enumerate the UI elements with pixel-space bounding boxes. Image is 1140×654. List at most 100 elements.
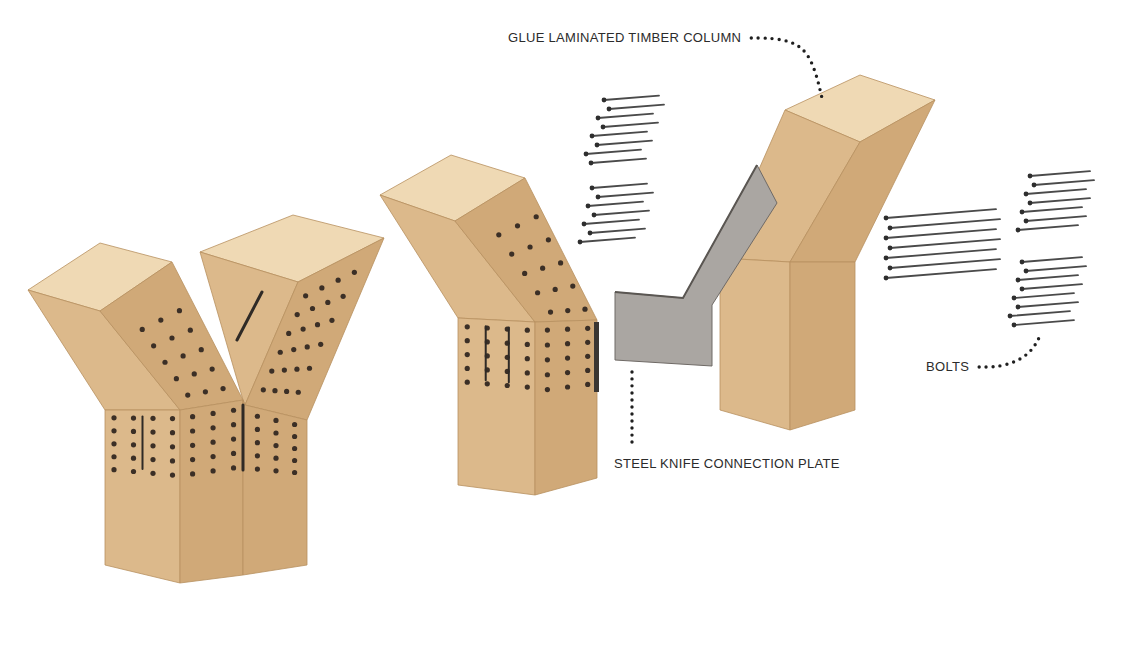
bolt-head bbox=[1008, 314, 1013, 319]
bolt-hole bbox=[465, 380, 470, 385]
bolt-hole bbox=[188, 328, 193, 333]
bolt-hole bbox=[296, 390, 301, 395]
bolt-hole bbox=[465, 324, 470, 329]
bolt-hole bbox=[545, 387, 550, 392]
bolt-hole bbox=[565, 327, 570, 332]
bolt-hole bbox=[190, 443, 195, 448]
bolt-head bbox=[884, 276, 889, 281]
bolt-hole bbox=[336, 278, 341, 283]
bolt-shank bbox=[890, 259, 1000, 268]
bolt-hole bbox=[190, 471, 195, 476]
bolt-shank bbox=[886, 209, 996, 218]
bolt-shank bbox=[1022, 284, 1082, 289]
leader-lines bbox=[632, 38, 1040, 448]
bolt-hole bbox=[565, 384, 570, 389]
bolt-hole bbox=[210, 440, 215, 445]
bolt-hole bbox=[255, 466, 260, 471]
bolt-shank bbox=[598, 114, 653, 118]
bolt-head bbox=[578, 240, 583, 245]
bolt-hole bbox=[585, 368, 590, 373]
bolt-hole bbox=[255, 414, 260, 419]
bolt-head bbox=[586, 204, 591, 209]
bolt-hole bbox=[220, 386, 225, 391]
bolt-hole bbox=[292, 434, 297, 439]
bolt-hole bbox=[278, 350, 283, 355]
bolt-hole bbox=[540, 266, 545, 271]
bolt-hole bbox=[522, 271, 527, 276]
bolt-shank bbox=[591, 159, 646, 163]
bolt-hole bbox=[210, 425, 215, 430]
bolt-hole bbox=[150, 429, 155, 434]
bolt-hole bbox=[565, 356, 570, 361]
bolt-hole bbox=[295, 312, 300, 317]
bolt-hole bbox=[261, 387, 266, 392]
bolt-shank bbox=[1010, 311, 1070, 316]
bolt-hole bbox=[190, 414, 195, 419]
bolt-hole bbox=[231, 422, 236, 427]
callout-label: GLUE LAMINATED TIMBER COLUMN bbox=[508, 30, 741, 46]
bolt-shank bbox=[586, 150, 641, 154]
bolt-shank bbox=[588, 202, 643, 206]
bolt-shank bbox=[890, 239, 1000, 248]
bolt-hole bbox=[170, 472, 175, 477]
bolt-hole bbox=[545, 357, 550, 362]
bolt-hole bbox=[565, 341, 570, 346]
bolt-hole bbox=[269, 368, 274, 373]
timber-face bbox=[790, 100, 935, 262]
bolt-hole bbox=[294, 367, 299, 372]
bolt-hole bbox=[150, 471, 155, 476]
bolt-hole bbox=[525, 385, 530, 390]
timber-face bbox=[458, 318, 535, 495]
bolt-hole bbox=[111, 415, 116, 420]
bolt-shank bbox=[1018, 225, 1078, 230]
plate-slot bbox=[237, 292, 262, 340]
bolt-hole bbox=[545, 342, 550, 347]
bolt-hole bbox=[170, 458, 175, 463]
bolt-hole bbox=[255, 427, 260, 432]
bolt-hole bbox=[565, 370, 570, 375]
bolt-head bbox=[1024, 192, 1029, 197]
bolt-hole bbox=[282, 368, 287, 373]
bolt-head bbox=[888, 266, 893, 271]
knife-plate bbox=[615, 165, 777, 366]
bolt-hole bbox=[534, 214, 539, 219]
bolt-hole bbox=[329, 318, 334, 323]
bolt-hole bbox=[162, 360, 167, 365]
bolt-hole bbox=[341, 294, 346, 299]
bolt-hole bbox=[131, 429, 136, 434]
bolt-hole bbox=[131, 456, 136, 461]
bolt-clusters bbox=[578, 96, 1094, 328]
bolt-hole bbox=[535, 290, 540, 295]
bolt-hole bbox=[273, 418, 278, 423]
bolt-head bbox=[582, 222, 587, 227]
plate-slot bbox=[508, 327, 510, 382]
bolt-hole bbox=[131, 415, 136, 420]
bolt-hole bbox=[527, 244, 532, 249]
bolt-head bbox=[1020, 287, 1025, 292]
bolt-head bbox=[1032, 183, 1037, 188]
bolt-shank bbox=[1014, 320, 1074, 325]
timber-pieces bbox=[28, 75, 935, 583]
callout-label-box: GLUE LAMINATED TIMBER COLUMN bbox=[508, 30, 741, 46]
bolt-shank bbox=[1022, 257, 1082, 262]
bolt-hole bbox=[231, 451, 236, 456]
bolt-hole bbox=[315, 322, 320, 327]
bolt-shank bbox=[597, 141, 652, 145]
bolt-hole bbox=[465, 366, 470, 371]
bolt-shank bbox=[1022, 207, 1082, 212]
bolt-head bbox=[888, 246, 893, 251]
bolt-head bbox=[601, 125, 606, 130]
bolt-hole bbox=[485, 381, 490, 386]
bolt-hole bbox=[585, 382, 590, 387]
bolt-hole bbox=[292, 446, 297, 451]
bolt-hole bbox=[505, 383, 510, 388]
bolt-head bbox=[1012, 296, 1017, 301]
bolt-hole bbox=[255, 453, 260, 458]
bolt-shank bbox=[598, 193, 653, 197]
bolt-head bbox=[589, 161, 594, 166]
bolt-hole bbox=[131, 442, 136, 447]
bolt-hole bbox=[185, 393, 190, 398]
bolt-hole bbox=[150, 443, 155, 448]
bolt-hole bbox=[553, 287, 558, 292]
